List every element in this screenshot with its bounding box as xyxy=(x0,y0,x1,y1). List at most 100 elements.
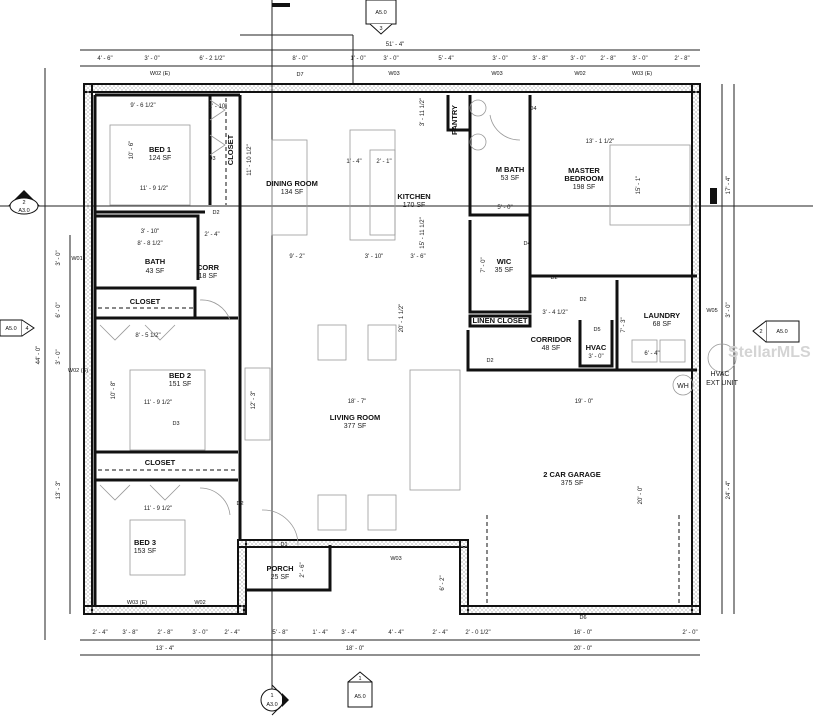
dim-top: 3' - 8" xyxy=(532,56,547,62)
dim-interior: 19' - 0" xyxy=(575,399,594,405)
dim-bottom2: 13' - 4" xyxy=(156,646,175,652)
window-tag: W01 xyxy=(71,256,82,262)
room-bed1-area: 124 SF xyxy=(149,155,172,162)
dim-interior: 15' - 1" xyxy=(636,176,642,195)
window-tag: D7 xyxy=(296,72,303,78)
room-mbath-area: 53 SF xyxy=(501,175,520,182)
window-tag: W02 (E) xyxy=(150,71,170,77)
room-closet1-name: CLOSET xyxy=(226,134,235,165)
room-bath-name: BATH xyxy=(145,257,165,266)
room-garage-name: 2 CAR GARAGE xyxy=(543,470,601,479)
door-tag: D2 xyxy=(550,275,557,281)
section-marker-bottom-a50: 1 A5.0 xyxy=(347,671,373,708)
window-tag: W03 xyxy=(491,71,502,77)
dim-top: 3' - 0" xyxy=(492,56,507,62)
door-tag: D3 xyxy=(208,156,215,162)
marker-num: 4 xyxy=(25,326,28,332)
interior-walls xyxy=(93,93,697,605)
window-tags: W02 (E) D7 W03 W03 W02 W03 (E) W01 W02 (… xyxy=(68,71,718,621)
window-tag: W02 xyxy=(574,71,585,77)
room-bed3-area: 153 SF xyxy=(134,548,157,555)
hvac-ext-label: HVAC xyxy=(711,371,730,378)
section-marker-top: A5.0 3 xyxy=(272,0,397,35)
dim-right: 3' - 0" xyxy=(726,302,732,317)
dim-interior: 2' - 6" xyxy=(300,562,306,577)
room-bed2-name: BED 2 xyxy=(169,371,191,380)
marker-num: 1 xyxy=(358,676,361,682)
window-tag: W02 xyxy=(194,600,205,606)
dim-top: 6' - 2 1/2" xyxy=(199,56,224,62)
dim-left: 6' - 0" xyxy=(56,302,62,317)
room-hvac-name: HVAC xyxy=(586,343,607,352)
room-mbath-name: M BATH xyxy=(496,165,525,174)
dim-interior: 3' - 10" xyxy=(365,254,384,260)
dim-interior: 10' - 6" xyxy=(129,141,135,160)
room-garage-area: 375 SF xyxy=(561,480,584,487)
room-wic-area: 35 SF xyxy=(495,267,514,274)
door-tag: D5 xyxy=(593,327,600,333)
dim-interior: 3' - 4 1/2" xyxy=(542,310,567,316)
hvac-ext-label2: EXT UNIT xyxy=(706,380,738,387)
section-marker-left-a30: 2 A3.0 xyxy=(8,190,40,215)
overall-width: 51' - 4" xyxy=(386,42,405,48)
dashed-lines xyxy=(98,98,680,605)
dim-interior: 2' - 4" xyxy=(204,232,219,238)
room-bed2-area: 151 SF xyxy=(169,381,192,388)
dim-left: 3' - 0" xyxy=(56,349,62,364)
section-marker-right: 2 A5.0 xyxy=(710,188,800,343)
room-master-area: 198 SF xyxy=(573,184,596,191)
marker-sheet: A5.0 xyxy=(5,326,16,332)
watermark: StellarMLS xyxy=(728,344,811,361)
section-marker-left-a50: A5.0 4 xyxy=(0,319,35,337)
room-corr-name: CORR xyxy=(197,263,220,272)
marker-num: 2 xyxy=(22,200,25,206)
dim-interior: 9' - 2" xyxy=(289,254,304,260)
window-tag: W02 (E) xyxy=(68,368,88,374)
dim-interior: 8' - 5 1/2" xyxy=(135,333,160,339)
dimension-lines xyxy=(0,0,813,700)
room-closet2-name: CLOSET xyxy=(130,297,161,306)
exterior-walls xyxy=(83,83,701,615)
dim-bottom: 3' - 4" xyxy=(341,630,356,636)
overall-depth: 44' - 0" xyxy=(36,346,42,365)
dim-interior: 13' - 1 1/2" xyxy=(586,139,615,145)
room-bed1-name: BED 1 xyxy=(149,145,171,154)
room-master-name: MASTER xyxy=(568,166,600,175)
door-tag: D2 xyxy=(486,358,493,364)
marker-sheet: A5.0 xyxy=(776,329,787,335)
dim-top: 5' - 4" xyxy=(438,56,453,62)
room-bath-area: 43 SF xyxy=(146,268,165,275)
window-tag: W03 (E) xyxy=(632,71,652,77)
door-tag: D4 xyxy=(529,106,536,112)
dim-interior: 6' - 2" xyxy=(440,575,446,590)
room-kitchen-name: KITCHEN xyxy=(397,192,430,201)
dim-interior: 3' - 11 1/2" xyxy=(420,98,426,126)
marker-sheet: A5.0 xyxy=(354,694,365,700)
dim-left: 3' - 0" xyxy=(56,250,62,265)
window-tag: W03 (E) xyxy=(127,600,147,606)
dim-top: 3' - 0" xyxy=(383,56,398,62)
door-tag: D2 xyxy=(579,297,586,303)
room-hvac-size: 3' - 0" xyxy=(588,354,603,360)
dim-bottom: 2' - 0 1/2" xyxy=(465,630,490,636)
dim-bottom: 2' - 4" xyxy=(92,630,107,636)
dim-bottom: 2' - 0" xyxy=(682,630,697,636)
dim-interior: 3' - 6" xyxy=(410,254,425,260)
marker-num: 1 xyxy=(270,693,273,699)
dim-interior: 1' - 10" xyxy=(209,104,228,110)
marker-sheet: A3.0 xyxy=(266,702,277,708)
room-wic-name: WIC xyxy=(497,257,512,266)
dim-bottom: 5' - 8" xyxy=(272,630,287,636)
dim-interior: 6' - 4" xyxy=(644,351,659,357)
dim-interior: 20' - 1 1/2" xyxy=(399,304,405,333)
dim-interior: 9' - 6 1/2" xyxy=(130,103,155,109)
dim-interior: 11' - 10 1/2" xyxy=(247,144,253,176)
dim-top: 4' - 6" xyxy=(97,56,112,62)
dim-bottom: 4' - 4" xyxy=(388,630,403,636)
water-heater-label: WH xyxy=(677,383,689,390)
dim-bottom: 2' - 4" xyxy=(224,630,239,636)
room-closet3-name: CLOSET xyxy=(145,458,176,467)
dim-bottom2: 20' - 0" xyxy=(574,646,593,652)
window-tag: W05 xyxy=(706,308,717,314)
